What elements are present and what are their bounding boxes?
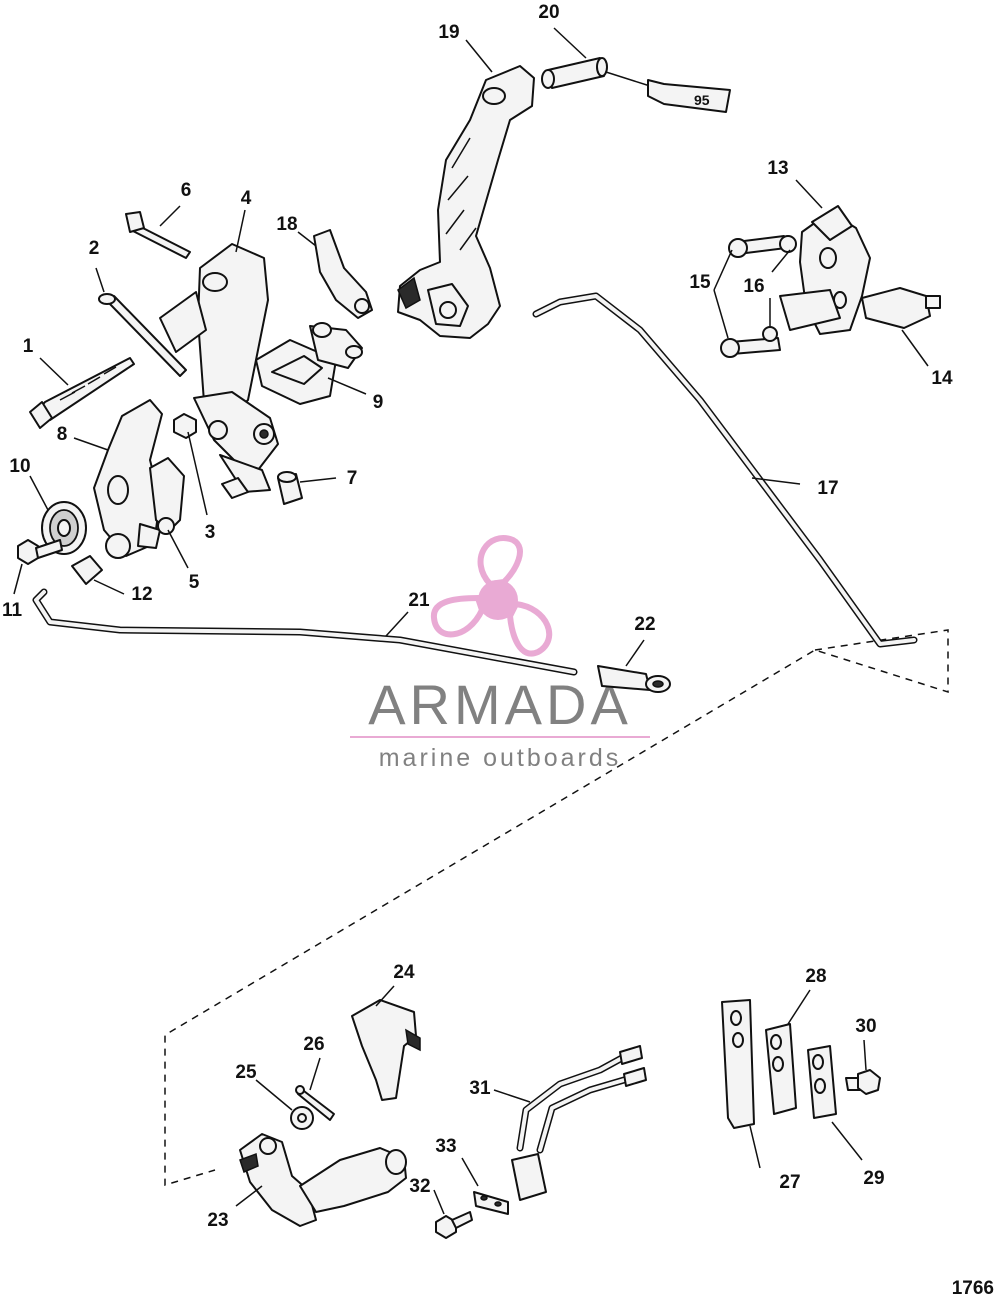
callout-32: 32 [409, 1176, 430, 1197]
part-10-pulley [41, 501, 131, 559]
part-21-rod [32, 588, 578, 676]
part-15-screws [720, 235, 787, 358]
callout-24: 24 [393, 962, 415, 983]
part-23-lever [239, 1133, 407, 1227]
part-1-bolt [29, 357, 135, 429]
part-30-screw [845, 1069, 881, 1095]
part-17-rod [532, 292, 918, 648]
spacer [208, 420, 228, 440]
part-33-plate [473, 1191, 509, 1215]
part-32-screw [435, 1211, 473, 1239]
callout-6: 6 [181, 180, 192, 201]
part-9-clamp [255, 322, 363, 405]
callout-2: 2 [89, 238, 100, 259]
part-20-sleeve [541, 57, 608, 89]
callout-16: 16 [743, 276, 764, 297]
part-14-connector [861, 287, 941, 329]
callout-22: 22 [634, 614, 655, 635]
callout-8: 8 [57, 424, 68, 445]
sealant-tube-label: 95 [694, 92, 710, 108]
callout-19: 19 [438, 22, 459, 43]
part-19-arm [397, 65, 535, 339]
part-12-clip [71, 555, 103, 585]
assembly-dashed-outline [164, 629, 949, 1187]
callout-12: 12 [131, 584, 152, 605]
part-16-bushings [762, 235, 797, 342]
callout-30: 30 [855, 1016, 876, 1037]
callout-5: 5 [189, 572, 200, 593]
part-22-rod-end [597, 665, 671, 693]
callout-15: 15 [689, 272, 711, 293]
callout-10: 10 [9, 456, 30, 477]
callout-18: 18 [276, 214, 297, 235]
part-26-cotter-pin [295, 1085, 335, 1121]
part-29-shim [807, 1045, 837, 1119]
callout-26: 26 [303, 1034, 324, 1055]
part-2-pin [98, 293, 187, 377]
part-11-screw [17, 539, 63, 565]
part-6-bolt [125, 211, 191, 259]
part-28-shim [765, 1023, 797, 1115]
part-31-harness [511, 1045, 647, 1201]
watermark-brand: ARMADA [368, 673, 632, 736]
callout-7: 7 [347, 468, 358, 489]
callout-21: 21 [408, 590, 430, 611]
callout-3: 3 [205, 522, 216, 543]
callout-4: 4 [241, 188, 252, 209]
callout-11: 11 [2, 600, 23, 621]
part-8-lever [93, 399, 163, 557]
part-4-bracket [159, 243, 279, 499]
sealant-tube-95: 95 [605, 71, 731, 113]
callout-9: 9 [373, 392, 384, 413]
watermark-logo: ARMADA marine outboards [350, 535, 650, 772]
part-27-shim [721, 999, 755, 1129]
propeller-icon [430, 535, 552, 657]
part-18-clip [313, 229, 373, 319]
part-13-housing [779, 205, 871, 335]
watermark-tagline: marine outboards [379, 744, 622, 772]
callout-31: 31 [469, 1078, 491, 1099]
callout-14: 14 [931, 368, 953, 389]
callout-1: 1 [23, 336, 34, 357]
part-3-nut [173, 413, 197, 439]
part-25-washer [290, 1106, 314, 1130]
part-24-bracket [351, 999, 421, 1101]
part-7-bushing [277, 471, 303, 505]
part-5-link [149, 457, 185, 535]
callout-25: 25 [235, 1062, 257, 1083]
drawing-number: 1766 [952, 1278, 994, 1299]
callout-28: 28 [805, 966, 826, 987]
callout-labels: 1 2 3 4 5 6 7 8 9 10 11 12 13 14 15 16 1… [2, 2, 953, 1231]
callout-33: 33 [435, 1136, 456, 1157]
callout-27: 27 [779, 1172, 800, 1193]
callout-leaders [13, 27, 929, 1215]
callout-17: 17 [817, 478, 838, 499]
callout-29: 29 [863, 1168, 884, 1189]
callout-13: 13 [767, 158, 788, 179]
callout-23: 23 [207, 1210, 228, 1231]
callout-20: 20 [538, 2, 559, 23]
